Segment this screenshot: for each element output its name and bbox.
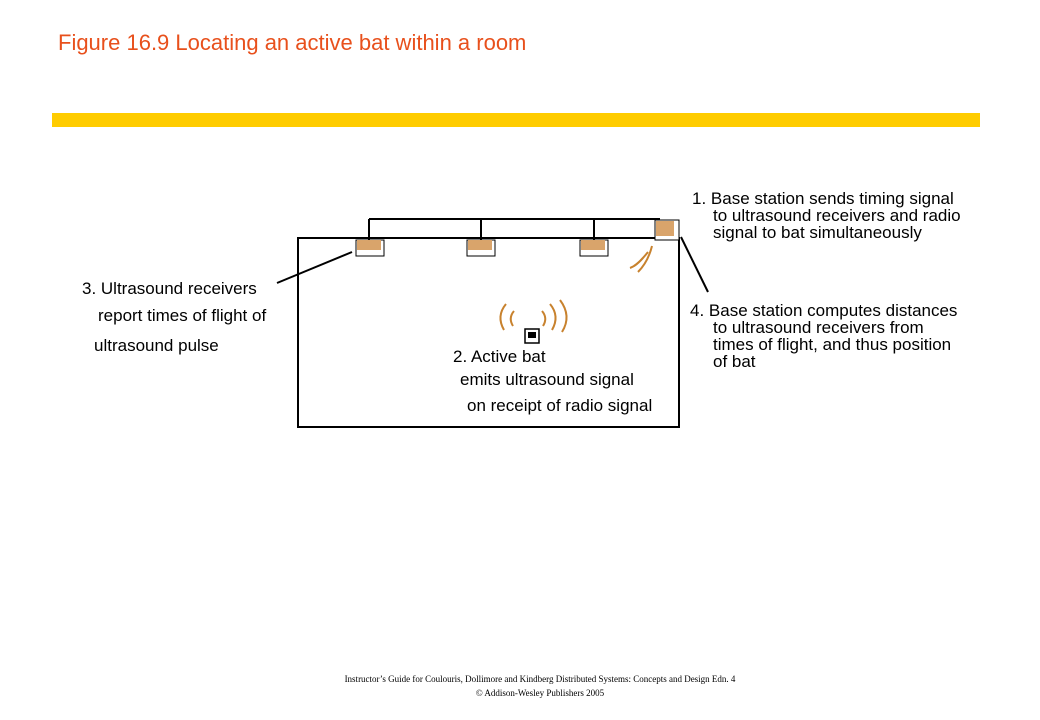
step2-line2: emits ultrasound signal <box>460 370 634 389</box>
title-underline-bar <box>52 113 980 127</box>
step3-line1: 3. Ultrasound receivers <box>82 279 257 298</box>
footer-copyright: © Addison-Wesley Publishers 2005 <box>475 688 605 698</box>
step4-label: 4. Base station computes distances to ul… <box>690 301 958 371</box>
step3-line3: ultrasound pulse <box>94 336 219 355</box>
ultrasound-receiver-2 <box>466 239 496 257</box>
ultrasound-signal-waves <box>499 299 568 333</box>
active-bat <box>524 328 540 344</box>
room-outline <box>297 237 680 428</box>
step2-line3: on receipt of radio signal <box>467 396 653 415</box>
radio-signal-waves <box>629 245 653 273</box>
receivers-leader-line <box>276 251 353 284</box>
ultrasound-receiver-1 <box>355 239 385 257</box>
base-station <box>654 219 680 241</box>
base-station-leader-line <box>680 236 709 293</box>
step3-line2: report times of flight of <box>98 306 267 325</box>
step2-line1: 2. Active bat <box>453 347 546 366</box>
ultrasound-receiver-3 <box>579 239 609 257</box>
receiver-wiring <box>368 218 660 240</box>
step1-label: 1. Base station sends timing signal to u… <box>692 189 961 242</box>
footer-credit: Instructor’s Guide for Coulouris, Dollim… <box>344 674 736 684</box>
figure-title: Figure 16.9 Locating an active bat withi… <box>58 30 527 55</box>
